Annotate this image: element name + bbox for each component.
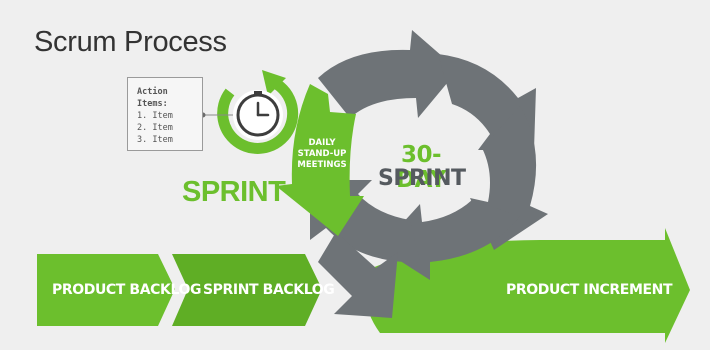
page-title: Scrum Process [34, 26, 227, 58]
action-item: 2. Item [137, 123, 173, 133]
sprint-backlog-arrow [172, 254, 322, 326]
action-items-heading: Action Items: [137, 87, 168, 109]
product-backlog-arrow [37, 254, 175, 326]
product-increment-label: PRODUCT INCREMENT [506, 282, 673, 298]
clock-icon [233, 90, 283, 140]
cycle-label-duration: 30-DAY [396, 142, 446, 193]
daily-standup-arrow [276, 84, 364, 236]
cycle-label-sprint: SPRINT [378, 166, 466, 191]
daily-line-3: MEETINGS [297, 160, 347, 170]
action-items-box: Action Items: 1. Item 2. Item 3. Item [127, 77, 203, 151]
daily-line-1: DAILY [308, 138, 336, 148]
cycle-segment-top [318, 30, 458, 118]
refresh-arrow-icon [217, 70, 299, 154]
action-item: 3. Item [137, 135, 173, 145]
product-backlog-label: PRODUCT BACKLOG [52, 282, 202, 298]
action-item: 1. Item [137, 111, 173, 121]
sprint-label: SPRINT [182, 176, 286, 208]
daily-standup-label: DAILY STAND-UP MEETINGS [284, 138, 360, 171]
cycle-segment-bottom-tail [318, 232, 398, 318]
sprint-backlog-label: SPRINT BACKLOG [203, 282, 335, 298]
daily-line-2: STAND-UP [297, 149, 347, 159]
